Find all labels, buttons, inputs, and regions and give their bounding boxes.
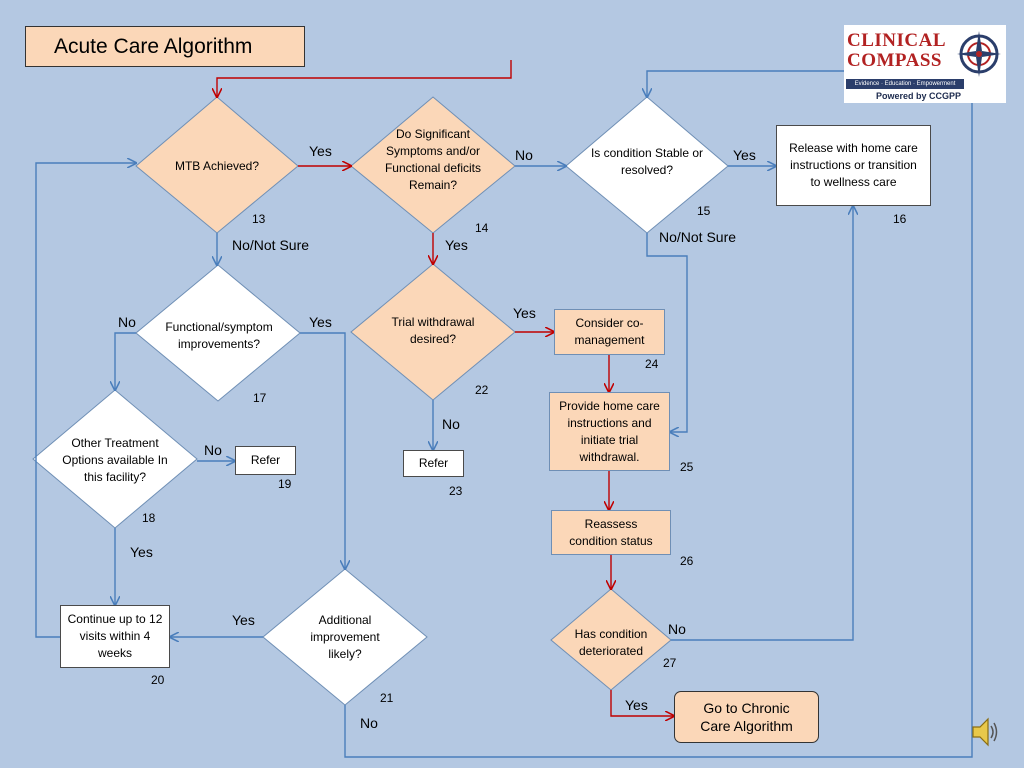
logo-powered-by: Powered by CCGPP [876, 91, 962, 101]
edge-start-13 [217, 60, 512, 97]
step-number-13: 13 [252, 212, 266, 226]
edge-20-13 [35, 163, 136, 638]
step-number-15: 15 [697, 204, 711, 218]
step-number-14: 14 [475, 221, 489, 235]
edge-15-25 [646, 233, 688, 432]
step-number-18: 18 [142, 511, 156, 525]
edge-27-16 [671, 206, 853, 641]
edge-27-chronic [610, 690, 674, 716]
page-title: Acute Care Algorithm [25, 26, 305, 67]
clinical-compass-logo: CLINICAL COMPASS Evidence · Education · … [844, 25, 1006, 103]
step-number-19: 19 [278, 477, 292, 491]
edge-label-22-24: Yes [513, 305, 536, 321]
node-13-text: MTB Achieved? [174, 158, 260, 173]
node-chronic-care-text: Go to Chronic Care Algorithm [700, 700, 793, 734]
node-16-text: Release with home care instructions or t… [789, 141, 918, 189]
step-number-23: 23 [449, 484, 463, 498]
node-25-text: Provide home care instructions and initi… [559, 398, 660, 464]
edge-17-21 [300, 332, 345, 569]
edge-label-21-20: Yes [232, 612, 255, 628]
node-19-text: Refer [250, 453, 281, 467]
step-number-17: 17 [253, 391, 267, 405]
step-number-26: 26 [680, 554, 694, 568]
node-14-text: Do Significant Symptoms and/or Functiona… [384, 127, 482, 192]
edge-label-21-no: No [360, 715, 378, 731]
step-number-27: 27 [663, 656, 677, 670]
edge-label-17-18: No [118, 314, 136, 330]
node-16: Release with home care instructions or t… [776, 125, 931, 206]
node-24-text: Consider co-management [574, 316, 645, 347]
edge-label-22-23: No [442, 416, 460, 432]
logo-tagline: Evidence · Education · Empowerment [846, 79, 964, 89]
node-15-text: Is condition Stable or resolved? [590, 146, 704, 177]
node-27-text: Has condition deteriorated [574, 627, 648, 658]
edge-logo-15 [647, 70, 844, 97]
step-number-16: 16 [893, 212, 907, 226]
edge-label-13-17: No/Not Sure [232, 237, 310, 253]
step-number-22: 22 [475, 383, 489, 397]
speaker-icon[interactable] [970, 714, 1000, 750]
edge-label-13-14: Yes [309, 143, 332, 159]
logo-line-2: COMPASS [847, 50, 942, 71]
edge-21-loop [344, 100, 973, 758]
edge-label-15-16: Yes [733, 147, 756, 163]
diamond-17 [135, 264, 301, 402]
node-26: Reassess condition status [551, 510, 671, 555]
compass-logo-icon [957, 31, 1001, 77]
node-18-text: Other Treatment Options available In thi… [62, 435, 168, 484]
node-24: Consider co-management [554, 309, 665, 355]
node-20-text: Continue up to 12 visits within 4 weeks [67, 612, 163, 660]
step-number-21: 21 [380, 691, 394, 705]
node-23-text: Refer [418, 456, 449, 470]
edge-17-18 [115, 332, 136, 390]
edge-label-27-16: No [668, 621, 686, 637]
edge-label-17-21: Yes [309, 314, 332, 330]
edge-label-18-19: No [204, 442, 222, 458]
edge-label-14-15: No [515, 147, 533, 163]
step-number-25: 25 [680, 460, 694, 474]
node-23: Refer [403, 450, 464, 477]
step-number-20: 20 [151, 673, 165, 687]
node-26-text: Reassess condition status [569, 516, 653, 548]
node-25: Provide home care instructions and initi… [549, 392, 670, 471]
edge-label-14-22: Yes [445, 237, 468, 253]
node-22-text: Trial withdrawal desired? [391, 315, 475, 346]
node-17-text: Functional/symptom improvements? [165, 320, 273, 351]
step-number-24: 24 [645, 357, 659, 371]
node-chronic-care[interactable]: Go to Chronic Care Algorithm [674, 691, 819, 743]
node-19: Refer [235, 446, 296, 475]
edge-label-27-chronic: Yes [625, 697, 648, 713]
node-21-text: Additional improvement likely? [310, 612, 380, 661]
edge-label-15-25: No/Not Sure [659, 229, 737, 245]
node-20: Continue up to 12 visits within 4 weeks [60, 605, 170, 668]
logo-line-1: CLINICAL [847, 30, 947, 51]
edge-label-18-20: Yes [130, 544, 153, 560]
